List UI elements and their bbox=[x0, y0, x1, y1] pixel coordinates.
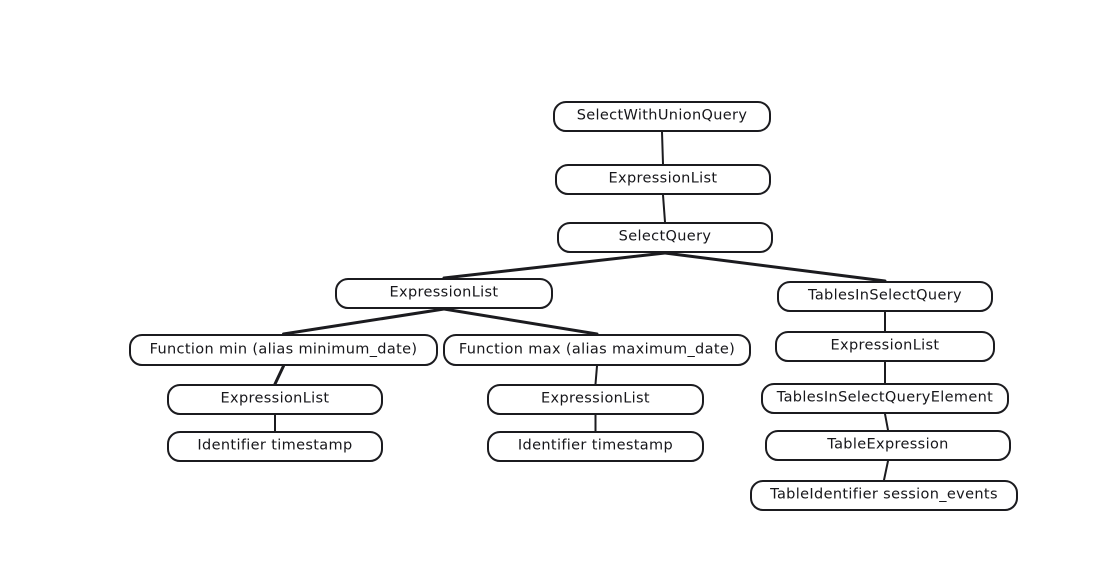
ast-edge-n1-n2 bbox=[661, 131, 664, 165]
ast-node-n4[interactable]: ExpressionList bbox=[335, 278, 553, 309]
ast-node-n8[interactable]: ExpressionList bbox=[775, 331, 995, 362]
ast-node-label: ExpressionList bbox=[608, 170, 718, 187]
ast-node-label: TablesInSelectQueryElement bbox=[776, 389, 994, 406]
ast-node-n13[interactable]: Identifier timestamp bbox=[487, 431, 704, 462]
ast-edge-n11-n14 bbox=[884, 413, 889, 431]
ast-node-n12[interactable]: Identifier timestamp bbox=[167, 431, 383, 462]
ast-node-n5[interactable]: TablesInSelectQuery bbox=[777, 281, 993, 312]
ast-node-label: ExpressionList bbox=[220, 390, 330, 407]
ast-edge-n4-n6 bbox=[282, 307, 446, 336]
ast-node-n6[interactable]: Function min (alias minimum_date) bbox=[129, 334, 438, 366]
ast-node-n3[interactable]: SelectQuery bbox=[557, 222, 773, 253]
ast-node-n15[interactable]: TableIdentifier session_events bbox=[750, 480, 1018, 511]
ast-node-n14[interactable]: TableExpression bbox=[765, 430, 1011, 461]
ast-edge-n14-n15 bbox=[883, 460, 889, 481]
ast-node-n10[interactable]: ExpressionList bbox=[487, 384, 704, 415]
ast-node-n11[interactable]: TablesInSelectQueryElement bbox=[761, 383, 1009, 414]
ast-node-label: Function min (alias minimum_date) bbox=[149, 341, 418, 358]
ast-node-label: SelectQuery bbox=[618, 228, 712, 245]
ast-edge-n3-n5 bbox=[663, 251, 887, 283]
ast-node-label: Identifier timestamp bbox=[197, 437, 353, 454]
ast-node-label: SelectWithUnionQuery bbox=[576, 107, 748, 124]
ast-node-n9[interactable]: ExpressionList bbox=[167, 384, 383, 415]
ast-edge-n3-n4 bbox=[442, 251, 667, 280]
ast-edge-n2-n3 bbox=[662, 194, 666, 223]
ast-node-label: Identifier timestamp bbox=[517, 437, 674, 454]
ast-node-label: ExpressionList bbox=[389, 284, 499, 301]
ast-edge-n6-n9 bbox=[273, 364, 285, 386]
ast-node-label: ExpressionList bbox=[541, 390, 650, 407]
ast-node-n7[interactable]: Function max (alias maximum_date) bbox=[443, 334, 751, 366]
ast-node-label: ExpressionList bbox=[830, 337, 940, 354]
ast-node-n1[interactable]: SelectWithUnionQuery bbox=[553, 101, 771, 132]
ast-node-label: Function max (alias maximum_date) bbox=[458, 341, 736, 358]
ast-node-n2[interactable]: ExpressionList bbox=[555, 164, 771, 195]
ast-node-label: TableIdentifier session_events bbox=[770, 486, 998, 503]
ast-node-label: TableExpression bbox=[827, 436, 949, 453]
ast-edge-n7-n10 bbox=[594, 365, 598, 385]
ast-node-label: TablesInSelectQuery bbox=[808, 287, 962, 304]
ast-edge-n4-n7 bbox=[442, 307, 599, 336]
